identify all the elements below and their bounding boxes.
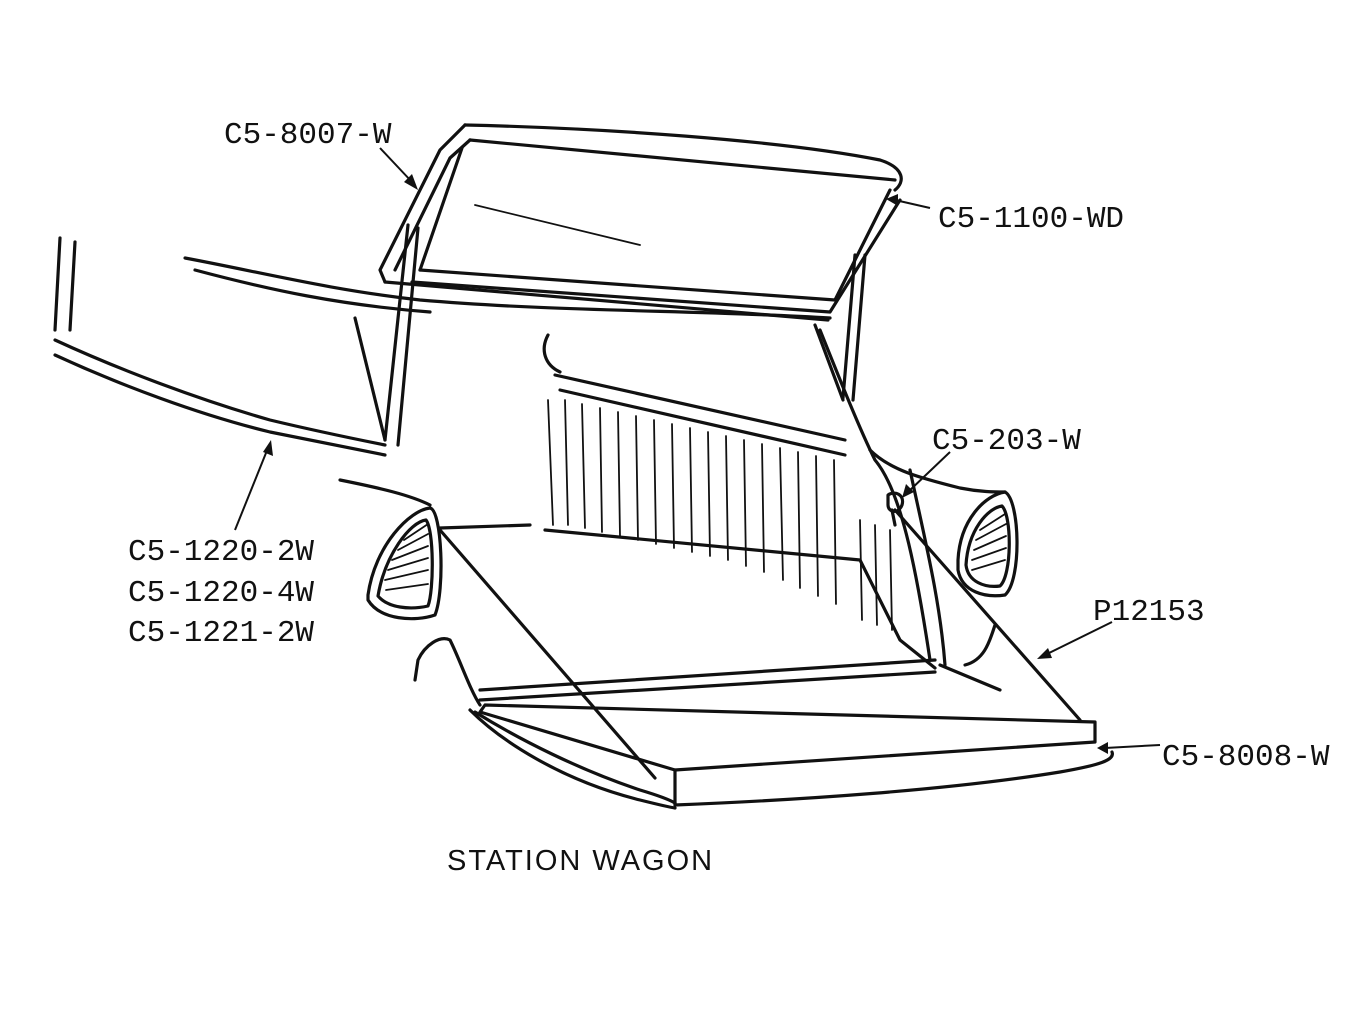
callout-tailgate-seal: C5-8008-W xyxy=(1162,740,1330,775)
rear-window-frame xyxy=(378,123,903,322)
cargo-back-wall xyxy=(542,328,932,662)
callout-tailgate-cable: P12153 xyxy=(1093,595,1205,630)
callout-fender-welt-2: C5-1220-4W xyxy=(128,576,315,611)
callout-hinge: C5-203-W xyxy=(932,424,1081,459)
leader-lines xyxy=(234,147,1161,754)
callout-rear-glass-frame: C5-8007-W xyxy=(224,118,392,153)
hinge-detail xyxy=(886,491,905,527)
callout-window-glass: C5-1100-WD xyxy=(938,202,1125,237)
cargo-floor xyxy=(438,523,1002,702)
tailgate xyxy=(438,508,1114,810)
window-struts xyxy=(353,223,867,447)
callout-fender-welt-1: C5-1220-2W xyxy=(128,535,315,570)
roof-outline xyxy=(53,236,832,457)
callout-fender-welt-3: C5-1221-2W xyxy=(128,616,315,651)
right-taillight xyxy=(868,448,1019,667)
diagram-title: STATION WAGON xyxy=(447,845,715,877)
left-taillight xyxy=(338,478,482,707)
